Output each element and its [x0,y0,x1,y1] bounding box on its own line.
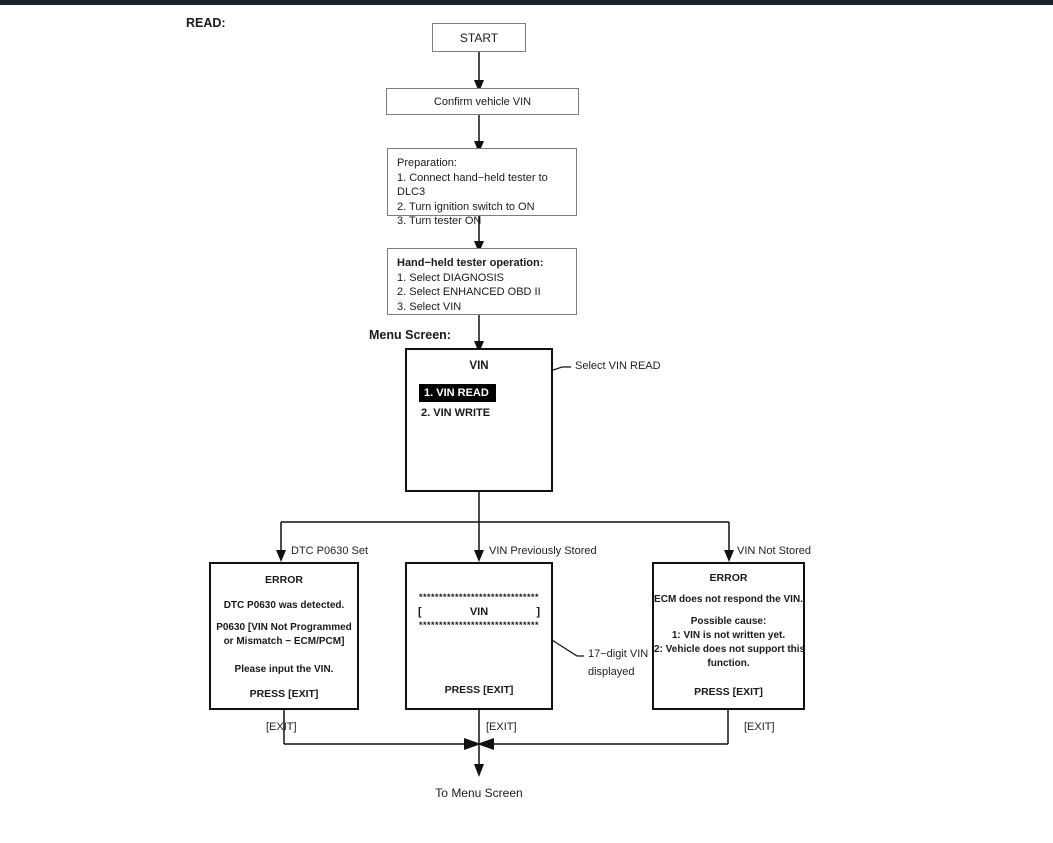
vin-digits-callout-line1: 17−digit VIN [588,648,649,660]
confirm-vin-label: Confirm vehicle VIN [433,95,532,108]
to-menu-screen-label: To Menu Screen [435,786,523,800]
page-top-rule [0,0,1053,5]
menu-screen-node: VIN 1. VIN READ 2. VIN WRITE [405,348,553,492]
vin-display-node: ****************************** [ VIN ] *… [405,562,553,710]
error-dtc-line: or Mismatch − ECM/PCM] [223,636,345,647]
select-vin-read-callout: Select VIN READ [575,360,661,372]
read-section-label: READ: [186,16,226,30]
menu-screen-label: Menu Screen: [369,328,451,342]
vin-display-stars-top: ****************************** [418,592,540,602]
vin-display-stars-bottom: ****************************** [418,620,540,630]
confirm-vin-node: Confirm vehicle VIN [386,88,579,115]
vin-digits-callout-line2: displayed [588,666,635,678]
error-ecm-node: ERROR ECM does not respond the VIN. Poss… [652,562,805,710]
menu-item-vin-read: 1. VIN READ [419,384,496,402]
start-node-label: START [459,30,499,45]
menu-title: VIN [469,360,489,372]
vin-display-vin-label: VIN [469,606,489,618]
branch-label-dtc-set: DTC P0630 Set [291,545,369,557]
branch-label-vin-not-stored: VIN Not Stored [737,545,811,557]
exit-label-middle: [EXIT] [486,721,517,733]
error-dtc-line: P0630 [VIN Not Programmed [216,622,352,633]
vin-bracket-open: [ [418,606,422,618]
tester-operation-step: 2. Select ENHANCED OBD II [397,286,541,298]
exit-label-right: [EXIT] [744,721,775,733]
error-ecm-line: 2: Vehicle does not support this [654,644,806,655]
vin-display-row: [ VIN ] [407,606,551,620]
error-ecm-press-exit: PRESS [EXIT] [694,686,763,698]
exit-label-left: [EXIT] [266,721,297,733]
tester-operation-step: 1. Select DIAGNOSIS [397,271,504,284]
preparation-node: Preparation: 1. Connect hand−held tester… [387,148,577,227]
start-node: START [432,23,526,52]
error-dtc-title: ERROR [265,574,303,586]
vin-display-press-exit: PRESS [EXIT] [444,684,514,696]
tester-operation-title: Hand−held tester operation: [397,257,544,269]
preparation-step: 1. Connect hand−held tester to DLC3 [397,171,548,199]
tester-operation-node: Hand−held tester operation: 1. Select DI… [387,248,577,315]
tester-operation-step: 3. Select VIN [397,300,462,313]
preparation-title: Preparation: [397,157,457,169]
menu-item-vin-write: 2. VIN WRITE [421,407,491,419]
vin-bracket-close: ] [536,606,540,618]
error-ecm-line: ECM does not respond the VIN. [654,594,803,605]
error-dtc-line: DTC P0630 was detected. [223,600,345,611]
preparation-step: 2. Turn ignition switch to ON [397,200,535,213]
error-dtc-node: ERROR DTC P0630 was detected. P0630 [VIN… [209,562,359,710]
preparation-step: 3. Turn tester ON [397,215,482,227]
error-ecm-title: ERROR [709,572,748,584]
error-ecm-line: function. [707,658,750,669]
error-dtc-line: Please input the VIN. [234,664,334,675]
error-ecm-line: 1: VIN is not written yet. [671,630,786,641]
branch-label-vin-stored: VIN Previously Stored [489,545,597,557]
error-ecm-line: Possible cause: [690,616,767,627]
error-dtc-press-exit: PRESS [EXIT] [249,688,319,700]
